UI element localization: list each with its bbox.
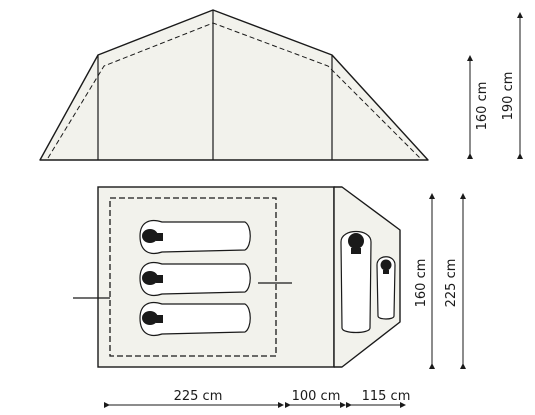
dimension-top-160: 160 cm — [414, 193, 435, 369]
sleeping-bag — [139, 261, 251, 297]
dimension-label: 190 cm — [501, 72, 516, 121]
sleeping-bag-vestibule-large — [340, 230, 372, 334]
dimension-label: 115 cm — [362, 389, 411, 404]
top-view — [73, 186, 401, 368]
dimension-label: 100 cm — [292, 389, 341, 404]
dimension-bottom-225: 225 cm — [104, 389, 284, 408]
dimension-bottom-100: 100 cm — [285, 389, 346, 408]
dimension-label: 225 cm — [444, 259, 459, 308]
dimension-label: 160 cm — [414, 259, 429, 308]
dimension-label: 225 cm — [174, 389, 223, 404]
side-view-outline — [39, 9, 429, 161]
inner-tent-dashed — [109, 197, 277, 357]
dimension-bottom-115: 115 cm — [346, 389, 411, 408]
sleeping-bag-vestibule-small — [376, 256, 396, 320]
dimension-side-190: 190 cm — [501, 12, 523, 159]
dimension-side-160: 160 cm — [467, 55, 490, 159]
dimension-top-225: 225 cm — [444, 193, 466, 369]
sleeping-bag — [139, 301, 251, 337]
sleeping-bag — [139, 219, 251, 255]
dimension-label: 160 cm — [475, 82, 490, 131]
side-view — [39, 9, 429, 161]
